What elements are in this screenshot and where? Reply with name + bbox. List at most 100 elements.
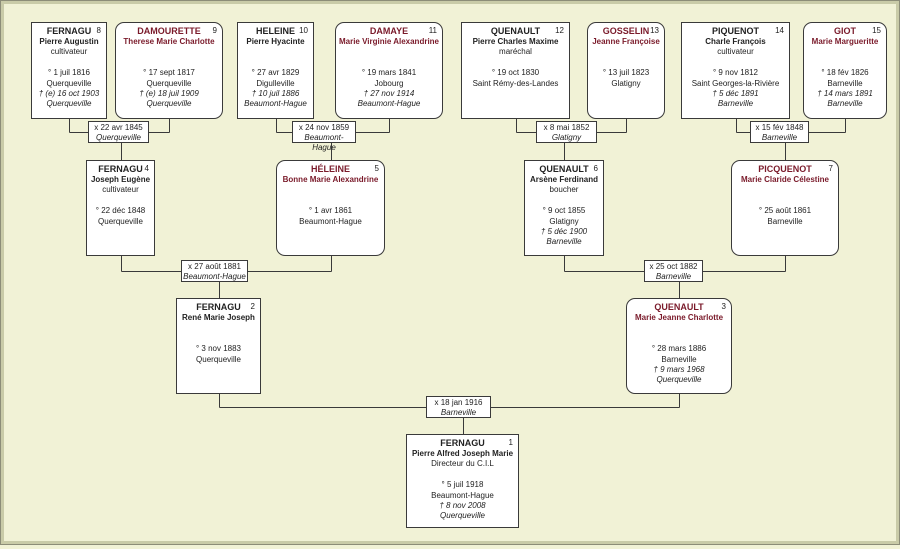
person-given-names: Pierre Hyacinte (246, 37, 305, 46)
sosa-number: 2 (250, 302, 255, 311)
person-surname: HELEINE (255, 26, 295, 36)
person-surname: FERNAGU (98, 164, 143, 174)
person-birth-place: Beaumont-Hague (431, 490, 494, 500)
marriage-place: Beaumont-Hague (183, 272, 246, 281)
person-birth-date: ° 1 juil 1816 (48, 68, 90, 78)
person-death-date: † 8 nov 2008 (439, 501, 486, 511)
marriage-place: Barneville (761, 133, 798, 142)
person-surname: GIOT (834, 26, 856, 36)
person-given-names: Marie Margueritte (811, 37, 879, 46)
person-given-names: Marie Virginie Alexandrine (338, 37, 440, 46)
spacer (682, 58, 789, 68)
person-death-date: † 5 déc 1891 (712, 89, 759, 99)
spacer (177, 323, 260, 333)
spacer (588, 47, 664, 57)
person-birth-place: Querqueville (196, 354, 241, 364)
person-birth-date: ° 17 sept 1817 (143, 68, 195, 78)
sosa-number: 10 (299, 26, 308, 35)
person-birth-date: ° 19 mars 1841 (361, 68, 417, 78)
person-surname: DAMAYE (369, 26, 409, 36)
person-death-place: Barneville (546, 237, 582, 247)
spacer (87, 196, 154, 206)
person-death-place: Barneville (717, 99, 754, 109)
person-surname: HÉLEINE (310, 164, 350, 174)
person-given-names: Arsène Ferdinand (529, 175, 598, 184)
person-birth-date: ° 13 juil 1823 (602, 68, 650, 78)
person-surname: PICQUENOT (758, 164, 812, 174)
spacer (238, 58, 313, 68)
spacer (732, 185, 838, 195)
person-birth-date: ° 9 oct 1855 (542, 206, 586, 216)
person-death-date: † 14 mars 1891 (817, 89, 873, 99)
person-death-date: † (e) 18 juil 1909 (139, 89, 199, 99)
person-birth-place: Glatigny (549, 216, 579, 226)
person-surname: DAMOURETTE (137, 26, 201, 36)
sosa-number: 13 (650, 26, 659, 35)
person-occupation: boucher (549, 185, 579, 195)
person-surname: GOSSELIN (602, 26, 650, 36)
person-birth-place: Barneville (661, 354, 697, 364)
marriage-date: x 8 mai 1852 (543, 123, 590, 132)
person-birth-date: ° 22 déc 1848 (95, 206, 146, 216)
person-occupation: cultivateur (50, 47, 88, 57)
person-death-date: † 10 juil 1886 (251, 89, 300, 99)
sosa-number: 7 (828, 164, 833, 173)
marriage-date: x 18 jan 1916 (434, 398, 483, 407)
person-surname: QUENAULT (539, 164, 589, 174)
sosa-number: 15 (872, 26, 881, 35)
spacer (336, 47, 442, 57)
spacer (177, 334, 260, 344)
person-death-date: † 5 déc 1900 (540, 227, 588, 237)
person-birth-place: Jobourg (374, 78, 404, 88)
person-death-place: Querqueville (146, 99, 192, 109)
person-death-place: Querqueville (656, 375, 702, 385)
spacer (116, 47, 222, 57)
person-birth-date: ° 25 août 1861 (758, 206, 812, 216)
sosa-number: 1 (508, 438, 513, 447)
person-occupation: Directeur du C.I.L (431, 459, 494, 469)
person-birth-place: Barneville (827, 78, 863, 88)
spacer (525, 196, 603, 206)
spacer (627, 323, 731, 333)
person-death-place: Querqueville (46, 99, 92, 109)
spacer (32, 58, 106, 68)
sosa-number: 11 (428, 26, 437, 35)
sosa-number: 12 (555, 26, 564, 35)
person-birth-place: Beaumont-Hague (299, 216, 362, 226)
spacer (277, 196, 384, 206)
person-birth-place: Saint Rémy-des-Landes (472, 78, 559, 88)
person-surname: QUENAULT (490, 26, 541, 36)
person-birth-place: Barneville (767, 216, 803, 226)
person-given-names: Pierre Augustin (39, 37, 99, 46)
marriage-date: x 22 avr 1845 (94, 123, 143, 132)
person-birth-place: Glatigny (611, 78, 641, 88)
marriage-date: x 24 nov 1859 (298, 123, 350, 132)
person-birth-place: Querqueville (46, 78, 92, 88)
person-death-place: Beaumont-Hague (357, 99, 421, 109)
person-birth-place: Saint Georges-la-Rivière (691, 78, 780, 88)
marriage-place: Barneville (655, 272, 692, 281)
